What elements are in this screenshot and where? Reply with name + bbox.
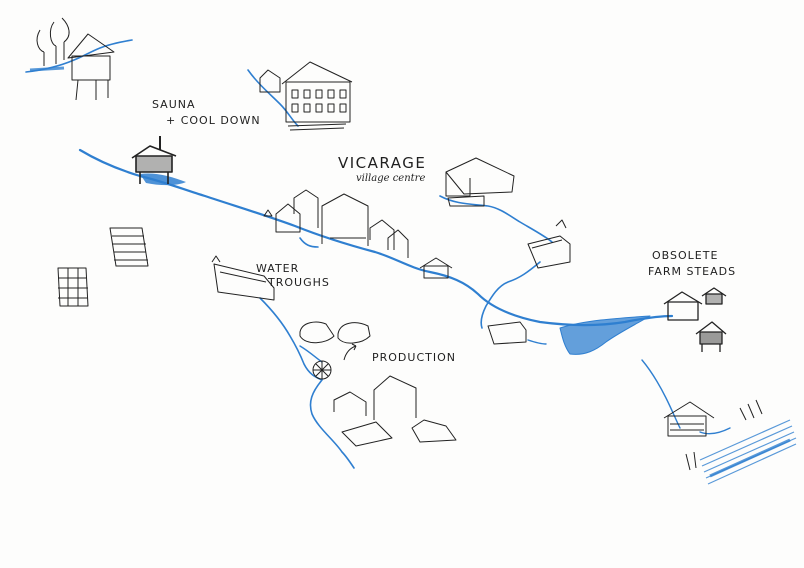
label-sauna: SAUNA (152, 98, 196, 111)
label-water: WATER (256, 262, 300, 275)
stream-pool (559, 315, 651, 355)
trough-right (527, 219, 571, 269)
cabin-stream (641, 359, 681, 429)
stairs-left (57, 227, 149, 307)
label-vicarage: VICARAGE (338, 154, 427, 172)
cabin-feed (699, 427, 731, 435)
vicarage-top-stream (247, 69, 299, 127)
label-troughs: TROUGHS (268, 276, 330, 289)
label-cool-down: + COOL DOWN (166, 114, 261, 127)
outlet (527, 339, 547, 345)
wheel-feed (299, 345, 323, 363)
vicarage-house-top (259, 61, 353, 131)
trough-branch (480, 261, 541, 329)
sauna-house-topleft (36, 17, 115, 101)
label-production: PRODUCTION (372, 351, 456, 364)
vicarage-village-centre (263, 189, 409, 258)
obsolete-farm-steads (663, 287, 727, 352)
water-network (25, 39, 731, 469)
farm-stream (439, 195, 553, 243)
small-hut-centre (419, 257, 453, 279)
sauna-hut (131, 136, 177, 184)
label-farm-steads: FARM STEADS (648, 265, 737, 278)
farm-barn-top (445, 157, 515, 207)
label-obsolete: OBSOLETE (652, 249, 719, 262)
riverbank-hatching (29, 66, 797, 485)
trough-left (211, 255, 275, 301)
production-buildings (333, 375, 457, 447)
cabin-bottom-right (663, 399, 763, 471)
sauna-pool (140, 173, 186, 186)
label-village-centre: village centre (356, 173, 426, 184)
production-items (299, 321, 371, 380)
buildings (36, 17, 763, 471)
vicarage-branch (299, 237, 319, 248)
trough-stream (259, 297, 355, 469)
trough-lower (487, 321, 527, 345)
